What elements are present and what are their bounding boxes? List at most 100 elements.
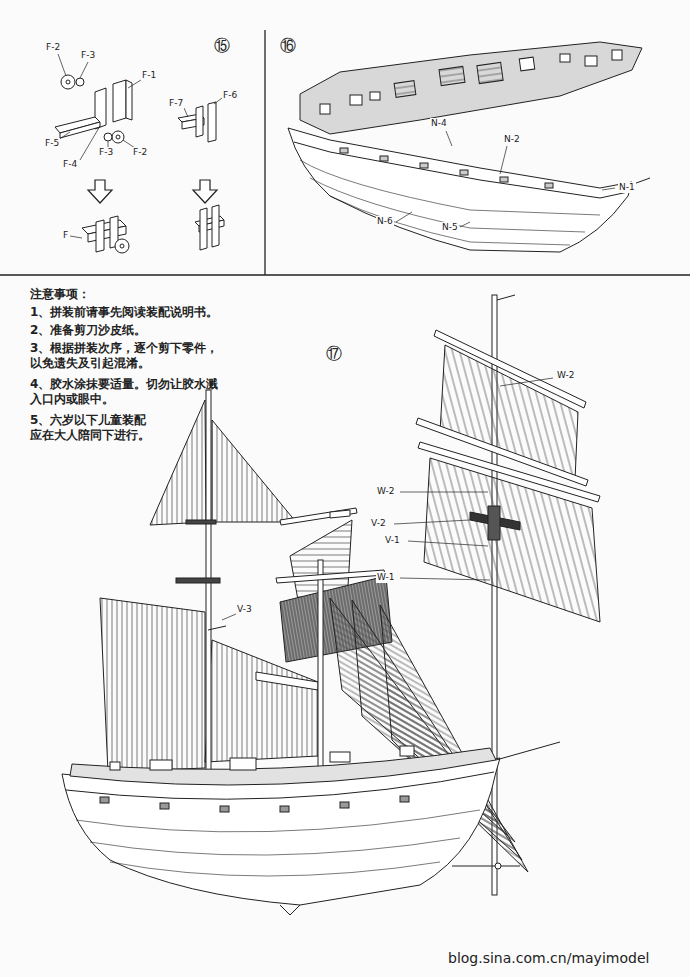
part-callout: F-6 <box>222 90 238 101</box>
ship-hull <box>100 797 109 803</box>
part-callout: F <box>62 230 69 241</box>
ship-hull <box>76 810 480 832</box>
deck-plan <box>519 57 535 71</box>
ship-hull <box>70 748 496 785</box>
step-number: ⑰ <box>326 344 342 364</box>
ship-sails <box>212 420 296 522</box>
ship-hull <box>460 170 468 175</box>
deck-plan <box>350 95 362 105</box>
gun-carriage-parts <box>55 75 216 143</box>
gun-carriage-parts <box>116 135 120 139</box>
leader-line <box>222 614 236 620</box>
part-callout: N-4 <box>430 118 448 129</box>
leader-line <box>446 131 452 146</box>
ship-hull <box>330 196 570 245</box>
leader-line <box>408 541 488 546</box>
deck-plan <box>320 104 330 114</box>
ship-hull <box>220 806 229 812</box>
ship-hull <box>100 796 409 812</box>
assembled-carriage <box>115 239 129 253</box>
ship-hull <box>288 128 650 252</box>
part-callout: N-2 <box>503 134 521 145</box>
part-callout: F-3 <box>80 50 96 61</box>
deck-plan <box>300 42 642 134</box>
part-callout: W-1 <box>376 572 396 583</box>
ship-hull <box>288 128 632 252</box>
part-callout: V-1 <box>384 535 401 546</box>
ship-masts <box>452 866 520 867</box>
ship-hull <box>294 142 628 198</box>
part-callout: V-2 <box>370 518 387 529</box>
gun-carriage-parts <box>113 80 126 122</box>
leader-line <box>500 378 553 386</box>
deck-plan <box>394 81 416 98</box>
assembled-carriage <box>96 220 104 252</box>
assembled-carriage <box>82 205 224 253</box>
leader-line <box>58 54 222 238</box>
ship-masts <box>276 570 385 583</box>
divider-line <box>0 274 690 275</box>
gun-carriage-parts <box>61 75 75 89</box>
ship-hull <box>340 148 553 188</box>
part-callout: N-5 <box>441 222 459 233</box>
gun-carriage-parts <box>66 80 70 84</box>
part-callout: N-1 <box>618 182 636 193</box>
leader-line <box>222 614 236 620</box>
ship-sails <box>100 598 205 772</box>
part-callout: F-7 <box>168 98 184 109</box>
leader-line <box>460 222 470 227</box>
deck-plan <box>585 56 597 66</box>
down-arrow <box>88 180 112 203</box>
ship-masts <box>280 508 357 525</box>
gun-carriage-parts <box>76 78 84 86</box>
deck-plan <box>300 42 642 134</box>
leader-line <box>394 520 470 524</box>
square-rig <box>416 418 588 486</box>
square-rig <box>488 506 500 540</box>
part-callout: V-3 <box>236 604 253 615</box>
leader-line <box>602 188 615 190</box>
assembled-carriage <box>200 208 207 250</box>
ship-masts <box>208 626 226 630</box>
part-callout: F-2 <box>45 42 61 53</box>
ship-hull <box>160 803 169 809</box>
ship-masts <box>330 510 350 518</box>
leader-line <box>400 492 488 493</box>
ship-hull <box>400 746 414 756</box>
deck-plan <box>477 62 503 83</box>
ship-hull <box>420 163 428 168</box>
ship-masts <box>495 863 501 869</box>
ship-hull <box>400 796 409 802</box>
ship-hull <box>90 838 460 855</box>
gun-carriage-parts <box>112 131 124 143</box>
leader-line <box>58 54 66 76</box>
note-text: 5、六岁以下儿童装配 应在大人陪同下进行。 <box>30 413 158 443</box>
square-rig <box>424 458 600 622</box>
ship-sails <box>150 400 206 525</box>
leader-line <box>70 236 82 238</box>
watermark: blog.sina.com.cn/mayimodel <box>448 950 649 968</box>
note-heading: 注意事项： <box>30 287 90 302</box>
assembled-carriage <box>212 205 219 247</box>
leader-line <box>396 212 412 222</box>
leader-line <box>500 146 507 174</box>
part-callout: F-3 <box>98 147 114 158</box>
ship-hull <box>340 148 348 153</box>
deck-plan <box>370 92 380 100</box>
ship-hull <box>280 806 289 812</box>
step-number: ⑮ <box>214 36 230 56</box>
leader-line <box>80 126 100 160</box>
assembled-carriage <box>120 244 124 248</box>
part-callout: F-2 <box>132 147 148 158</box>
square-rig <box>497 295 515 300</box>
leader-line <box>80 62 88 78</box>
part-callout: W-2 <box>556 370 576 381</box>
ship-hull <box>496 742 560 760</box>
divider-line <box>0 30 690 275</box>
leader-line <box>396 131 615 227</box>
leader-line <box>184 108 188 117</box>
ship-masts <box>176 578 220 583</box>
ship-hull <box>230 758 256 770</box>
ship-masts <box>206 390 211 790</box>
